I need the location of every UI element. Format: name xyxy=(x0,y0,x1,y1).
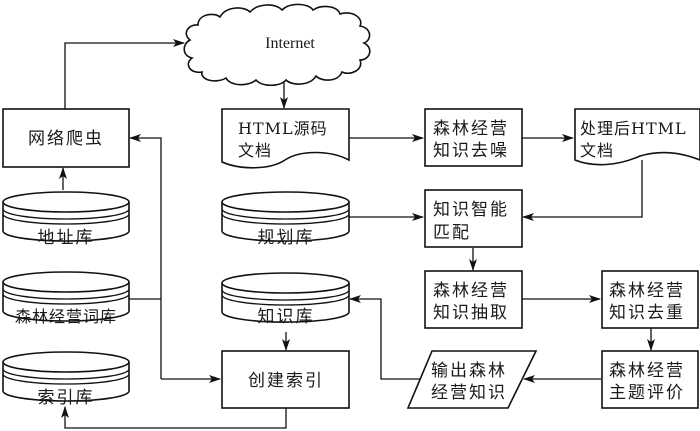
create-index-box[interactable]: 创建索引 xyxy=(221,350,350,409)
smart-match-line2: 匹配 xyxy=(433,223,471,243)
edge-crawler-internet xyxy=(64,39,185,109)
html-source-doc[interactable]: HTML源码 文档 xyxy=(221,108,350,169)
cloud-shape xyxy=(183,3,371,87)
extract-line1: 森林经营 xyxy=(433,281,509,301)
dedup-line2: 知识去重 xyxy=(609,303,685,323)
create-index-label: 创建索引 xyxy=(248,371,324,391)
evaluate-line1: 森林经营 xyxy=(609,361,685,381)
planning-db-label: 规划库 xyxy=(258,228,315,248)
crawler-label: 网络爬虫 xyxy=(28,129,104,149)
extract-line2: 知识抽取 xyxy=(433,303,509,323)
denoise-line1: 森林经营 xyxy=(433,119,509,139)
smart-match-line1: 知识智能 xyxy=(433,200,509,220)
knowledge-db[interactable]: 知识库 xyxy=(221,272,350,327)
processed-html-doc[interactable]: 处理后HTML 文档 xyxy=(574,108,700,166)
html-source-line2: 文档 xyxy=(238,141,272,160)
processed-html-line1: 处理后HTML xyxy=(580,119,687,138)
edge-processed-match xyxy=(522,160,643,221)
edge-createindex-indexdb xyxy=(61,406,287,429)
forest-vocab-db-label: 森林经营词库 xyxy=(15,307,117,326)
smart-match-box[interactable]: 知识智能 匹配 xyxy=(424,189,523,248)
forest-vocab-db[interactable]: 森林经营词库 xyxy=(2,271,130,326)
internet-cloud: Internet xyxy=(183,3,371,87)
evaluate-line2: 主题评价 xyxy=(609,383,685,403)
index-db[interactable]: 索引库 xyxy=(2,351,130,408)
knowledge-db-label: 知识库 xyxy=(258,307,315,327)
output-line2: 经营知识 xyxy=(431,383,507,403)
address-db[interactable]: 地址库 xyxy=(2,191,130,248)
edge-vocab-crawler xyxy=(129,134,162,379)
address-db-label: 地址库 xyxy=(38,228,95,248)
denoise-box[interactable]: 森林经营 知识去噪 xyxy=(424,108,523,167)
html-source-line1: HTML源码 xyxy=(238,119,328,138)
output-io[interactable]: 输出森林 经营知识 xyxy=(406,350,538,409)
denoise-line2: 知识去噪 xyxy=(433,141,509,161)
evaluate-box[interactable]: 森林经营 主题评价 xyxy=(601,350,699,409)
extract-box[interactable]: 森林经营 知识抽取 xyxy=(424,270,523,329)
edge-output-knowledge xyxy=(349,295,421,380)
dedup-box[interactable]: 森林经营 知识去重 xyxy=(601,270,699,329)
planning-db[interactable]: 规划库 xyxy=(221,191,350,248)
output-line1: 输出森林 xyxy=(431,361,507,381)
connectors xyxy=(59,39,655,429)
processed-html-line2: 文档 xyxy=(580,141,614,160)
dedup-line1: 森林经营 xyxy=(609,281,685,301)
index-db-label: 索引库 xyxy=(38,388,95,408)
internet-label: Internet xyxy=(265,35,315,52)
crawler-box[interactable]: 网络爬虫 xyxy=(2,108,130,168)
